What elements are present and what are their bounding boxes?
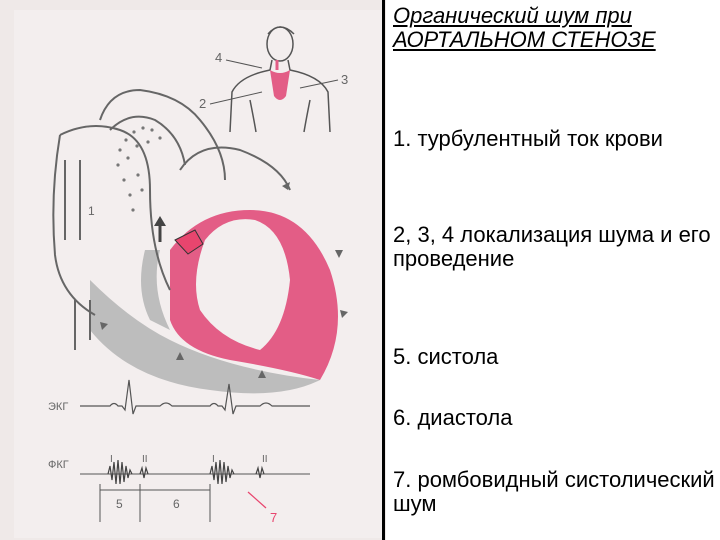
s1-label-b: I <box>212 454 215 465</box>
panel-divider <box>382 0 385 540</box>
turbulent-flow-dots <box>116 126 161 211</box>
heart-diagram-svg: 4 3 2 <box>0 0 386 540</box>
list-item-3: 5. систола <box>393 345 498 369</box>
ecg-label: ЭКГ <box>48 401 68 413</box>
heart-illustration: 4 3 2 <box>0 0 386 540</box>
slide-title: Органический шум при АОРТАЛЬНОМ СТЕНОЗЕ <box>393 4 715 52</box>
right-chest-line <box>304 100 310 132</box>
list-item-1: 1. турбулентный ток крови <box>393 127 663 151</box>
aortic-arch-outline <box>100 90 225 180</box>
label-5: 5 <box>116 497 123 511</box>
s1-label-a: I <box>110 454 113 465</box>
label-1: 1 <box>88 204 95 218</box>
label-7: 7 <box>270 510 277 525</box>
pcg-trace: ФКГ I II I II 5 6 7 <box>48 454 310 525</box>
label-4: 4 <box>215 50 222 65</box>
label-2: 2 <box>199 96 206 111</box>
list-item-5: 7. ромбовидный систолический шум <box>393 468 715 516</box>
right-shoulder-outline <box>288 60 330 132</box>
right-heart-outline <box>53 135 95 315</box>
list-item-4: 6. диастола <box>393 406 512 430</box>
label-2-leader <box>210 92 262 104</box>
label-6: 6 <box>173 497 180 511</box>
list-item-2: 2, 3, 4 локализация шума и его проведени… <box>393 223 715 271</box>
pcg-label: ФКГ <box>48 459 69 471</box>
svc-outline <box>65 160 80 240</box>
left-atrium-outline <box>180 148 290 191</box>
text-panel: Органический шум при АОРТАЛЬНОМ СТЕНОЗЕ … <box>393 0 715 540</box>
left-chest-line <box>250 100 256 132</box>
s2-label-b: II <box>262 454 268 465</box>
left-shoulder-outline <box>230 60 272 132</box>
s2-label-a: II <box>142 454 148 465</box>
head-outline <box>267 27 293 61</box>
label-7-leader <box>248 492 266 508</box>
septum <box>141 250 170 330</box>
label-4-leader <box>226 60 262 68</box>
label-3: 3 <box>341 72 348 87</box>
heart: 1 <box>53 90 348 393</box>
chest-murmur-area <box>270 70 290 100</box>
